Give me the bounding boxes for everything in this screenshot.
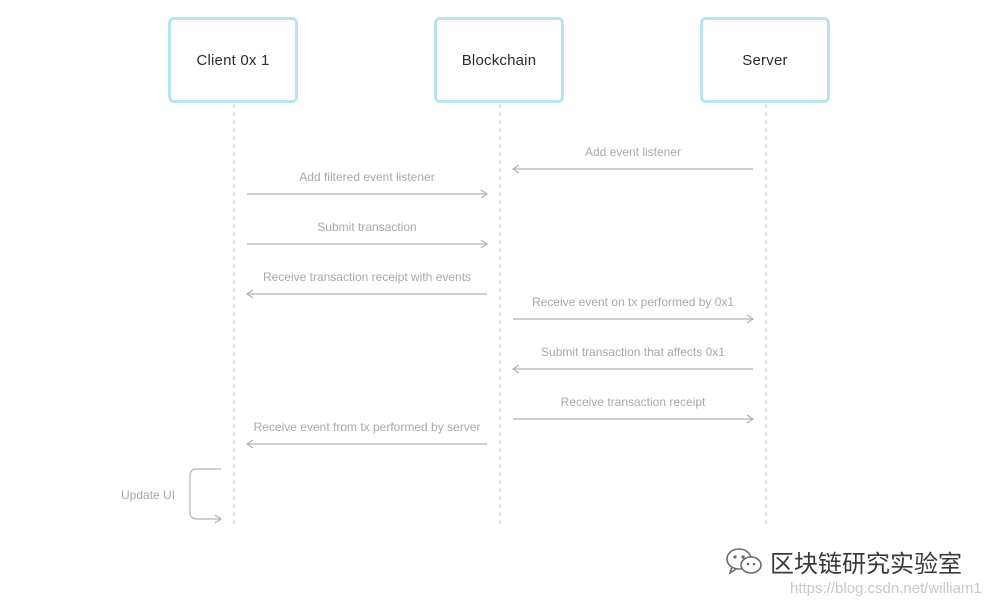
message-arrow [245,439,487,449]
message-label: Receive event from tx performed by serve… [253,420,481,434]
message-label: Submit transaction that affects 0x1 [541,345,725,359]
actor-blockchain-label: Blockchain [461,51,537,69]
actor-blockchain-box: Blockchain [434,17,564,103]
message-arrow [247,189,489,199]
watermark-url: https://blog.csdn.net/william1 [790,580,982,597]
message-label: Submit transaction [317,220,417,234]
actor-client-label: Client 0x 1 [196,51,270,69]
message-label: Add filtered event listener [299,170,435,184]
self-note-arrow [189,468,223,524]
actor-server-box: Server [700,17,830,103]
message-arrow [511,364,753,374]
message-label: Receive transaction receipt with events [262,270,472,284]
watermark: 区块链研究实验室 [724,544,962,579]
message-arrow [247,239,489,249]
actor-server-label: Server [742,51,788,69]
message-label: Receive event on tx performed by 0x1 [531,295,735,309]
message-arrow [513,314,755,324]
self-note-label: Update UI [121,488,176,502]
watermark-title: 区块链研究实验室 [770,550,962,578]
message-arrow [511,164,753,174]
message-label: Receive transaction receipt [560,395,706,409]
wechat-icon [726,547,762,575]
message-arrow [513,414,755,424]
actor-client-box: Client 0x 1 [168,17,298,103]
message-arrow [245,289,487,299]
message-label: Add event listener [584,145,682,159]
